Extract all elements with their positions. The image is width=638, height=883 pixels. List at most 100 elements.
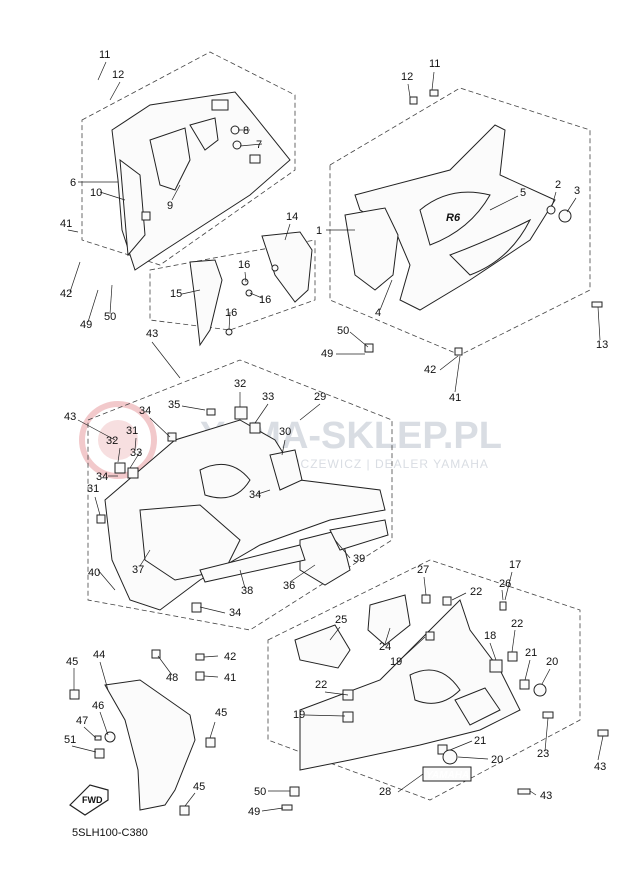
callout-c44: 44 <box>93 649 105 661</box>
callout-c30: 30 <box>279 426 291 438</box>
callout-c16c: 16 <box>225 307 237 319</box>
leader-line <box>99 191 126 201</box>
callout-c21b: 21 <box>474 735 486 747</box>
callout-c20b: 20 <box>491 754 503 766</box>
leader-line <box>329 626 341 641</box>
leader-line <box>524 659 531 681</box>
leader-line <box>94 496 101 516</box>
callout-c26: 26 <box>499 578 511 590</box>
callout-c11a: 11 <box>99 49 110 61</box>
leader-line <box>511 629 516 653</box>
callout-c48: 48 <box>166 672 178 684</box>
fwd-arrow: FWD <box>69 784 109 816</box>
leader-line <box>249 292 263 299</box>
callout-c19b: 19 <box>293 709 305 721</box>
callout-c49a: 49 <box>80 319 92 331</box>
leader-line <box>157 655 173 676</box>
leader-line <box>379 279 393 311</box>
leader-line <box>184 792 196 807</box>
leader-line <box>597 306 601 341</box>
callout-c21a: 21 <box>525 647 537 659</box>
fairing-logo: R6 <box>446 212 461 224</box>
callout-c34c: 34 <box>249 489 261 501</box>
leader-line <box>97 569 116 591</box>
callout-c47: 47 <box>76 715 88 727</box>
callout-c28: 28 <box>379 786 391 798</box>
leader-line <box>149 417 171 438</box>
callout-c45a: 45 <box>66 656 78 668</box>
leader-line <box>109 81 121 101</box>
leader-line <box>209 721 216 739</box>
leader-line <box>454 355 461 393</box>
leader-line <box>257 489 271 495</box>
callout-c50a: 50 <box>104 311 116 323</box>
callout-c27: 27 <box>417 564 429 576</box>
callout-c9: 9 <box>167 200 173 212</box>
callout-c7: 7 <box>256 139 262 151</box>
leader-line <box>151 341 181 379</box>
callout-c31b: 31 <box>87 483 99 495</box>
callout-c4: 4 <box>375 307 381 319</box>
leader-line <box>399 636 426 661</box>
diagram-code: 5SLH100-C380 <box>72 827 148 839</box>
callout-c41c: 41 <box>224 672 236 684</box>
leader-line <box>431 71 435 91</box>
callout-c43d: 43 <box>540 790 552 802</box>
leader-line <box>67 229 79 233</box>
callout-c36: 36 <box>283 580 295 592</box>
leader-line <box>439 355 459 371</box>
leader-line <box>97 61 107 81</box>
leader-line <box>566 197 577 213</box>
callout-c20a: 20 <box>546 656 558 668</box>
callout-c13: 13 <box>596 339 608 351</box>
leader-line <box>504 571 513 601</box>
leader-line <box>299 403 321 421</box>
callout-c22a: 22 <box>470 586 482 598</box>
callout-c31a: 31 <box>126 425 138 437</box>
callout-c50b: 50 <box>337 325 349 337</box>
callout-c8: 8 <box>243 125 249 137</box>
callout-c14: 14 <box>286 211 298 223</box>
leader-line <box>69 261 81 293</box>
leader-line <box>384 627 391 645</box>
leader-line <box>407 83 411 98</box>
leader-line <box>244 271 247 283</box>
callout-c29: 29 <box>314 391 326 403</box>
inner-panel-left <box>111 91 291 271</box>
leader-line <box>129 451 141 469</box>
leader-line <box>134 437 137 451</box>
leader-line <box>423 576 427 596</box>
fwd-arrow-icon <box>69 784 109 816</box>
leader-line <box>71 745 97 753</box>
callout-c32b: 32 <box>234 378 246 390</box>
leader-line <box>203 675 219 678</box>
leader-line <box>449 740 473 751</box>
fwd-label: FWD <box>82 795 103 805</box>
leader-line <box>284 223 291 241</box>
callout-c41a: 41 <box>60 218 72 230</box>
callout-c5: 5 <box>520 187 526 199</box>
assembly-frames <box>81 51 591 801</box>
leader-line <box>304 714 346 717</box>
callout-c40: 40 <box>88 567 100 579</box>
callout-c45b: 45 <box>215 707 227 719</box>
bottom-bracket <box>69 679 216 816</box>
callout-c18: 18 <box>484 630 496 642</box>
callout-c43c: 43 <box>594 761 606 773</box>
leader-line <box>544 717 549 752</box>
callout-c24: 24 <box>379 641 391 653</box>
callout-c19a: 19 <box>390 656 402 668</box>
callout-c49b: 49 <box>321 348 333 360</box>
callout-c1: 1 <box>316 225 322 237</box>
leader-line <box>199 606 226 614</box>
callout-c6: 6 <box>70 177 76 189</box>
leader-line <box>99 711 109 736</box>
callout-c51: 51 <box>64 734 76 746</box>
callout-c50c: 50 <box>254 786 266 798</box>
callout-c25: 25 <box>335 614 347 626</box>
leader-line <box>349 331 369 348</box>
leader-line <box>489 642 497 661</box>
leader-line <box>529 790 537 796</box>
watermark-dealer: WANCZEWICZ | DEALER YAMAHA <box>270 457 489 471</box>
